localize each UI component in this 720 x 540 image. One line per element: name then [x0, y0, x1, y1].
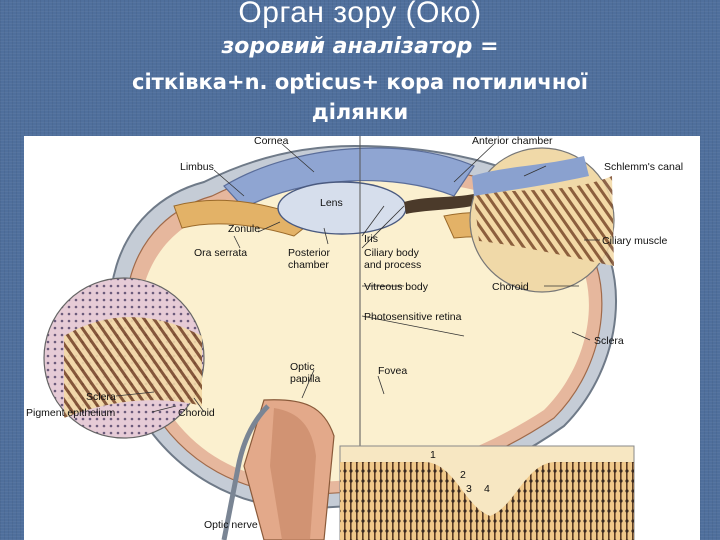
eye-diagram-svg: Cornea Anterior chamber Limbus Schlemm's…	[24, 136, 700, 540]
label-anterior-chamber: Anterior chamber	[472, 136, 553, 147]
label-ciliary-body: Ciliary body	[364, 247, 420, 259]
subtitle-line-3: ділянки	[0, 100, 720, 124]
subtitle-line-1: зоровий аналізатор =	[0, 34, 720, 59]
label-choroid-right: Choroid	[492, 281, 529, 293]
eye-diagram: Cornea Anterior chamber Limbus Schlemm's…	[24, 136, 700, 540]
label-zonule: Zonule	[228, 223, 260, 235]
label-papilla: papilla	[290, 373, 321, 385]
label-chamber: chamber	[288, 259, 329, 271]
label-limbus: Limbus	[180, 161, 214, 173]
label-optic-nerve: Optic nerve	[204, 519, 258, 531]
label-sclera-right: Sclera	[594, 335, 624, 347]
fovea-layer-2: 2	[460, 469, 466, 481]
label-vitreous-body: Vitreous body	[364, 281, 429, 293]
label-cornea: Cornea	[254, 136, 289, 147]
label-posterior: Posterior	[288, 247, 331, 259]
slide-title: Орган зору (Око)	[0, 0, 720, 30]
fovea-layer-3: 3	[466, 483, 472, 495]
label-schlemms-canal: Schlemm's canal	[604, 161, 683, 173]
label-optic: Optic	[290, 361, 315, 373]
label-ciliary-muscle: Ciliary muscle	[602, 235, 668, 247]
subtitle-line-2: сітківка+n. opticus+ кора потиличної	[0, 70, 720, 94]
label-choroid-left: Choroid	[178, 407, 215, 419]
label-photosensitive-retina: Photosensitive retina	[364, 311, 462, 323]
label-ora-serrata: Ora serrata	[194, 247, 247, 259]
label-iris: Iris	[364, 233, 378, 245]
label-sclera-left: Sclera	[86, 391, 116, 403]
label-and-process: and process	[364, 259, 421, 271]
label-fovea: Fovea	[378, 365, 407, 377]
label-lens: Lens	[320, 197, 343, 209]
fovea-layer-4: 4	[484, 483, 490, 495]
fovea-layer-1: 1	[430, 449, 436, 461]
label-pigment-epithelium: Pigment epithelium	[26, 407, 116, 419]
